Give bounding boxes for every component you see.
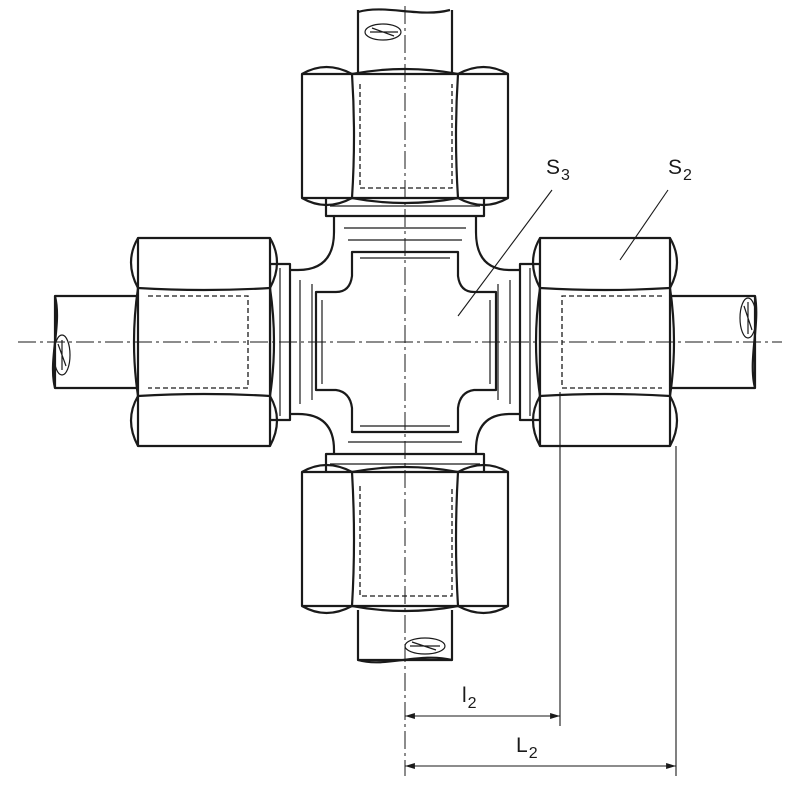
label-s2-main: S <box>668 156 682 179</box>
label-l2-small: l2 <box>462 684 477 712</box>
nut-top <box>300 65 510 218</box>
label-s2: S2 <box>668 156 692 184</box>
label-l2-large: L2 <box>516 734 538 762</box>
tube-bottom <box>356 610 454 664</box>
label-l2-large-main: L <box>516 734 528 757</box>
leader-lines <box>457 189 669 317</box>
label-s2-sub: 2 <box>683 167 692 184</box>
label-l2-large-sub: 2 <box>529 745 538 762</box>
label-s3-sub: 3 <box>561 167 570 184</box>
dimension-lines <box>405 392 677 776</box>
label-s3: S3 <box>546 156 570 184</box>
label-l2-small-main: l <box>462 684 467 707</box>
centerlines <box>18 6 782 776</box>
label-l2-small-sub: 2 <box>468 695 477 712</box>
label-s3-main: S <box>546 156 560 179</box>
tube-left <box>51 294 140 390</box>
